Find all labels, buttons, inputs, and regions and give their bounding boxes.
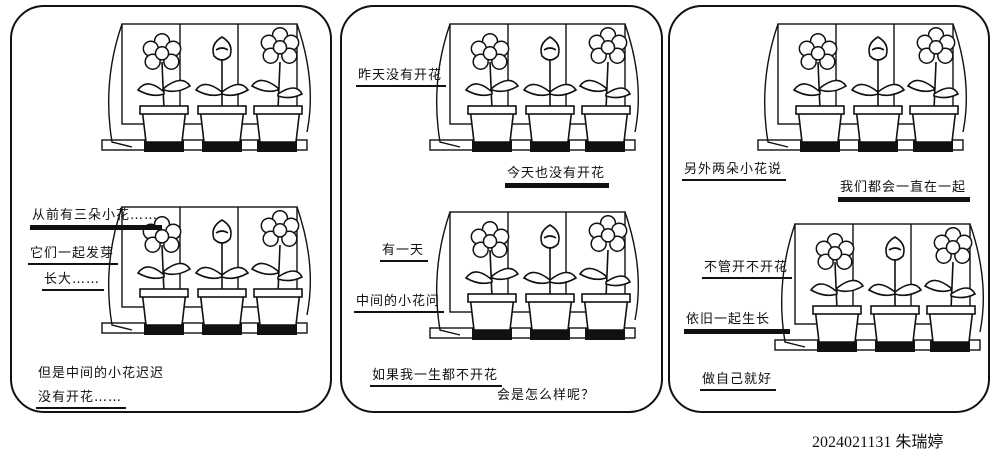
- comic-panel-1: [10, 5, 332, 413]
- flowers-scene-illustration: [420, 210, 640, 360]
- comic-panel-2: [340, 5, 663, 413]
- caption: 但是中间的小花迟迟: [38, 366, 165, 381]
- caption: 做自己就好: [700, 372, 777, 391]
- caption: 从前有三朵小花……: [30, 208, 163, 230]
- caption: 如果我一生都不开花: [370, 368, 503, 387]
- caption: 中间的小花问: [354, 294, 445, 313]
- caption: 没有开花……: [36, 390, 127, 409]
- flowers-scene-illustration: [765, 222, 985, 372]
- caption: 昨天没有开花: [356, 68, 447, 87]
- caption: 我们都会一直在一起: [838, 180, 971, 202]
- flowers-scene-illustration: [92, 22, 312, 172]
- flowers-scene-illustration: [748, 22, 968, 172]
- caption: 另外两朵小花说: [682, 162, 787, 181]
- caption: 长大……: [42, 272, 105, 291]
- caption: 它们一起发芽: [28, 246, 119, 265]
- caption: 不管开不开花: [702, 260, 793, 279]
- flowers-scene-illustration: [420, 22, 640, 172]
- caption: 有一天: [380, 243, 429, 262]
- caption: 今天也没有开花: [505, 166, 610, 188]
- caption: 依旧一起生长: [684, 312, 790, 334]
- caption: 会是怎么样呢？: [497, 388, 596, 403]
- signature: 2024021131 朱瑞婷: [812, 434, 944, 451]
